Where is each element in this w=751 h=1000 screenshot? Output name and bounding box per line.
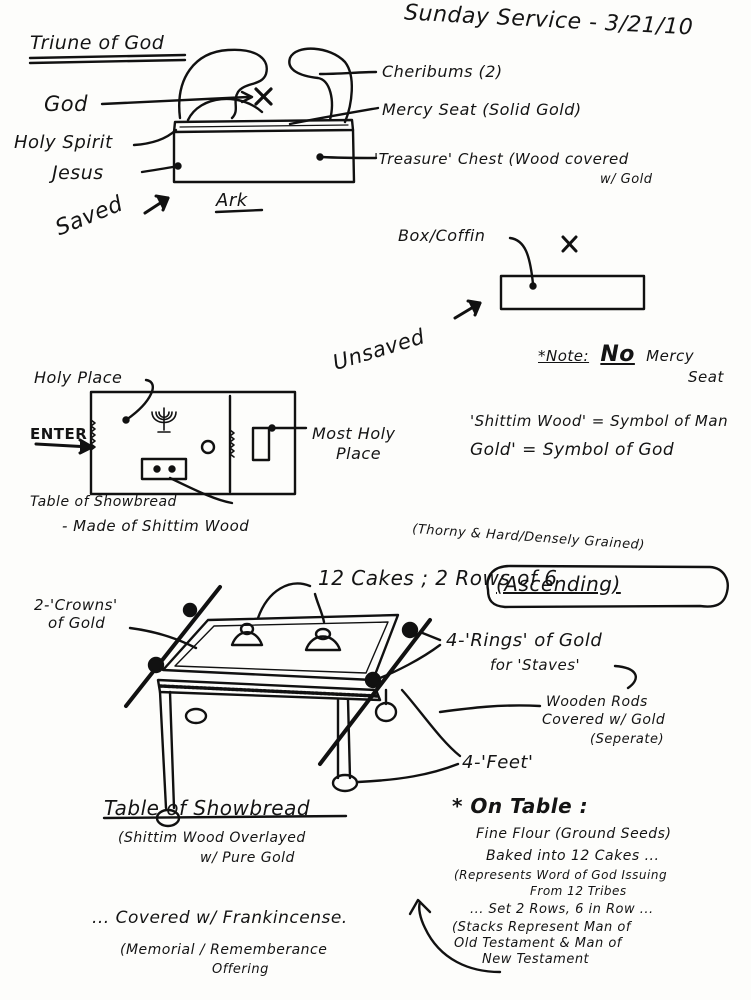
god-x-mark bbox=[256, 89, 271, 104]
ark-drawing bbox=[174, 49, 354, 182]
box-coffin-label: Box/Coffin bbox=[398, 226, 486, 245]
rods-label-3: (Seperate) bbox=[590, 732, 665, 747]
saved-arrow bbox=[145, 196, 168, 213]
rods-leader bbox=[440, 705, 540, 712]
frankincense-arrow bbox=[419, 902, 500, 972]
feet-leader-1 bbox=[402, 690, 460, 756]
ark-underline bbox=[216, 210, 262, 212]
table-title: Table of Showbread bbox=[104, 796, 311, 820]
note-no: No bbox=[600, 342, 635, 367]
rods-label-2: Covered w/ Gold bbox=[542, 712, 666, 728]
ascending-outline bbox=[487, 566, 727, 607]
rings-leader-1 bbox=[420, 632, 440, 640]
showbread-table-drawing bbox=[126, 587, 430, 826]
memorial-label: (Memorial / Rememberance bbox=[120, 942, 328, 958]
holy-spirit-label: Holy Spirit bbox=[14, 132, 113, 153]
feet-leader-2 bbox=[358, 764, 458, 782]
treasure-chest-label-2: w/ Gold bbox=[600, 172, 653, 187]
rings-label-2: for 'Staves' bbox=[490, 656, 581, 674]
on-table-line-4: From 12 Tribes bbox=[530, 884, 627, 898]
coffin-leader bbox=[510, 238, 533, 284]
on-table-line-7: Old Testament & Man of bbox=[454, 936, 622, 951]
triune-underline bbox=[30, 55, 185, 58]
crowns-label: 2-'Crowns' bbox=[34, 596, 118, 614]
cherub-right bbox=[289, 49, 352, 122]
on-table-line-6: (Stacks Represent Man of bbox=[452, 920, 631, 935]
mercy-seat-leader bbox=[290, 108, 378, 124]
glory-arc bbox=[188, 99, 262, 120]
note-prefix: *Note: bbox=[538, 347, 590, 365]
cheribums-label: Cheribums (2) bbox=[382, 62, 503, 81]
feet-label: 4-'Feet' bbox=[462, 752, 534, 773]
on-table-line-3: (Represents Word of God Issuing bbox=[454, 868, 668, 882]
mercy-seat-label: Mercy Seat (Solid Gold) bbox=[382, 100, 582, 119]
ark-label: Ark bbox=[216, 190, 248, 211]
coffin-box bbox=[501, 276, 644, 309]
rings-label: 4-'Rings' of Gold bbox=[446, 630, 603, 651]
triune-title: Triune of God bbox=[30, 32, 165, 54]
memorial-label-2: Offering bbox=[212, 962, 269, 977]
triune-underline-2 bbox=[30, 60, 185, 63]
gold-symbol: Gold' = Symbol of God bbox=[470, 440, 675, 460]
cake-stacks bbox=[232, 624, 340, 650]
most-holy-place-label-2: Place bbox=[336, 444, 382, 463]
note-seat: Seat bbox=[688, 368, 724, 386]
enter-label: ENTER bbox=[30, 425, 88, 443]
staves-curl bbox=[615, 666, 636, 688]
note-label: *Note: No Mercy bbox=[538, 342, 694, 367]
cakes-leader-2 bbox=[315, 594, 324, 622]
jesus-label: Jesus bbox=[52, 162, 104, 184]
most-holy-place-label: Most Holy bbox=[312, 424, 396, 443]
on-table-line-8: New Testament bbox=[482, 952, 590, 967]
cakes-leader-1 bbox=[258, 584, 310, 618]
holy-place-leader bbox=[126, 380, 153, 420]
on-table-line-2: Baked into 12 Cakes ... bbox=[486, 848, 660, 864]
unsaved-arrow bbox=[455, 301, 480, 318]
chest-leader bbox=[322, 157, 376, 158]
tabernacle-plan bbox=[91, 392, 295, 494]
cherub-left bbox=[179, 50, 267, 118]
enter-arrow bbox=[36, 440, 92, 453]
crowns-leader bbox=[130, 628, 196, 648]
on-table-line-5: ... Set 2 Rows, 6 in Row ... bbox=[470, 902, 654, 917]
holy-spirit-leader bbox=[134, 130, 176, 145]
menorah-icon bbox=[152, 408, 176, 432]
table-of-showbread-label: Table of Showbread bbox=[30, 494, 177, 510]
jesus-leader bbox=[142, 166, 178, 172]
ascending-label: (Ascending) bbox=[496, 572, 621, 596]
on-table-heading: * On Table : bbox=[452, 794, 589, 818]
table-subtitle-2: w/ Pure Gold bbox=[200, 850, 295, 866]
crowns-label-2: of Gold bbox=[48, 614, 106, 632]
rings-leader-2 bbox=[380, 645, 440, 678]
treasure-chest bbox=[174, 130, 354, 182]
cheribums-leader bbox=[320, 72, 376, 74]
table-subtitle: (Shittim Wood Overlayed bbox=[118, 830, 306, 846]
made-of-label: - Made of Shittim Wood bbox=[62, 517, 250, 535]
cakes-label: 12 Cakes ; 2 Rows of 6 bbox=[318, 566, 558, 590]
coffin-x-mark bbox=[563, 237, 576, 251]
treasure-chest-label: 'Treasure' Chest (Wood covered bbox=[374, 150, 629, 168]
god-label: God bbox=[44, 92, 88, 116]
god-arrow bbox=[102, 97, 248, 104]
note-rest: Mercy bbox=[646, 347, 695, 365]
shittim-symbol: 'Shittim Wood' = Symbol of Man bbox=[470, 412, 729, 430]
title-underline bbox=[104, 816, 346, 818]
holy-place-label: Holy Place bbox=[34, 368, 123, 387]
on-table-line-1: Fine Flour (Ground Seeds) bbox=[476, 826, 672, 842]
showbread-leader bbox=[170, 478, 232, 503]
rods-label: Wooden Rods bbox=[546, 694, 648, 710]
covered-label: ... Covered w/ Frankincense. bbox=[92, 908, 348, 928]
